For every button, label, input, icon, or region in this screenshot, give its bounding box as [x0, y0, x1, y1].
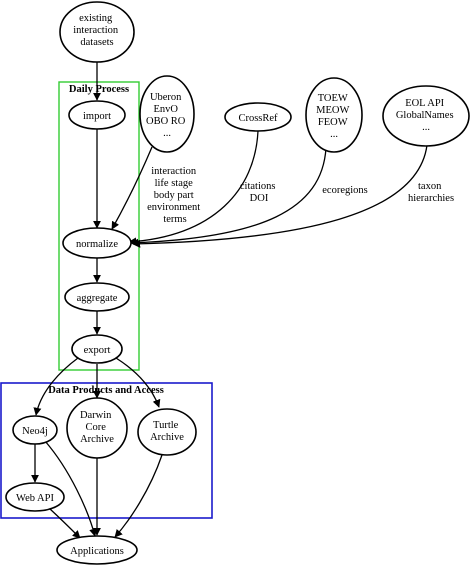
node-toew: TOEW MEOW FEOW ... — [305, 77, 363, 153]
svg-text:Uberon EnvO OBO RO: Uberon EnvO OBO RO ... — [146, 92, 188, 139]
node-eol-api: EOL API GlobalNames ... — [382, 85, 470, 147]
edge-export-neo4j — [33, 357, 79, 416]
node-normalize: normalize — [62, 227, 132, 259]
node-export: export — [71, 334, 123, 364]
svg-text:normalize: normalize — [76, 239, 118, 250]
edge-eol-normalize — [132, 144, 428, 248]
daily-process-title: Daily Process — [69, 84, 129, 95]
svg-text:Darwin Core Archiv: Darwin Core Archive — [80, 410, 114, 445]
data-products-title: Data Products and Access — [48, 385, 164, 396]
edge-turtle-applications — [114, 454, 163, 538]
edge-neo4j-applications — [44, 440, 97, 537]
edge-label-crossref: citations DOI — [240, 181, 278, 204]
svg-text:Web API: Web API — [16, 493, 54, 504]
node-crossref: CrossRef — [224, 102, 292, 132]
svg-text:Neo4j: Neo4j — [22, 426, 48, 437]
svg-text:EOL API GlobalNames: EOL API GlobalNames ... — [396, 98, 456, 133]
svg-text:export: export — [84, 345, 111, 356]
edge-export-turtle — [115, 357, 161, 408]
svg-text:aggregate: aggregate — [77, 293, 118, 304]
svg-text:import: import — [83, 111, 111, 122]
node-uberon: Uberon EnvO OBO RO ... — [139, 75, 195, 153]
edge-uberon-normalize — [111, 146, 153, 230]
node-neo4j: Neo4j — [12, 415, 58, 445]
svg-text:Turtle Archive: Turtle Archive — [150, 420, 184, 443]
node-applications: Applications — [56, 535, 138, 565]
edge-label-eol: taxon hierarchies — [408, 181, 454, 204]
edges — [31, 62, 428, 539]
daily-process-cluster — [58, 81, 140, 371]
node-import: import — [68, 100, 126, 130]
svg-text:Applications: Applications — [70, 546, 124, 557]
svg-text:TOEW MEOW FEOW: TOEW MEOW FEOW ... — [316, 93, 352, 140]
edge-webapi-applications — [49, 508, 81, 539]
data-products-cluster — [0, 382, 213, 519]
edge-label-toew: ecoregions — [322, 185, 367, 196]
svg-text:existing interaction: existing interaction datasets — [73, 13, 121, 48]
node-aggregate: aggregate — [64, 282, 130, 312]
edge-crossref-normalize — [128, 130, 259, 246]
node-darwin-core-archive: Darwin Core Archive — [66, 397, 128, 459]
svg-text:CrossRef: CrossRef — [238, 113, 278, 124]
node-existing-datasets: existing interaction datasets — [59, 1, 135, 63]
edge-label-uberon: interaction life stage body part environ… — [147, 166, 203, 225]
node-turtle-archive: Turtle Archive — [137, 408, 197, 456]
edge-toew-normalize — [130, 147, 327, 247]
node-web-api: Web API — [5, 482, 65, 512]
